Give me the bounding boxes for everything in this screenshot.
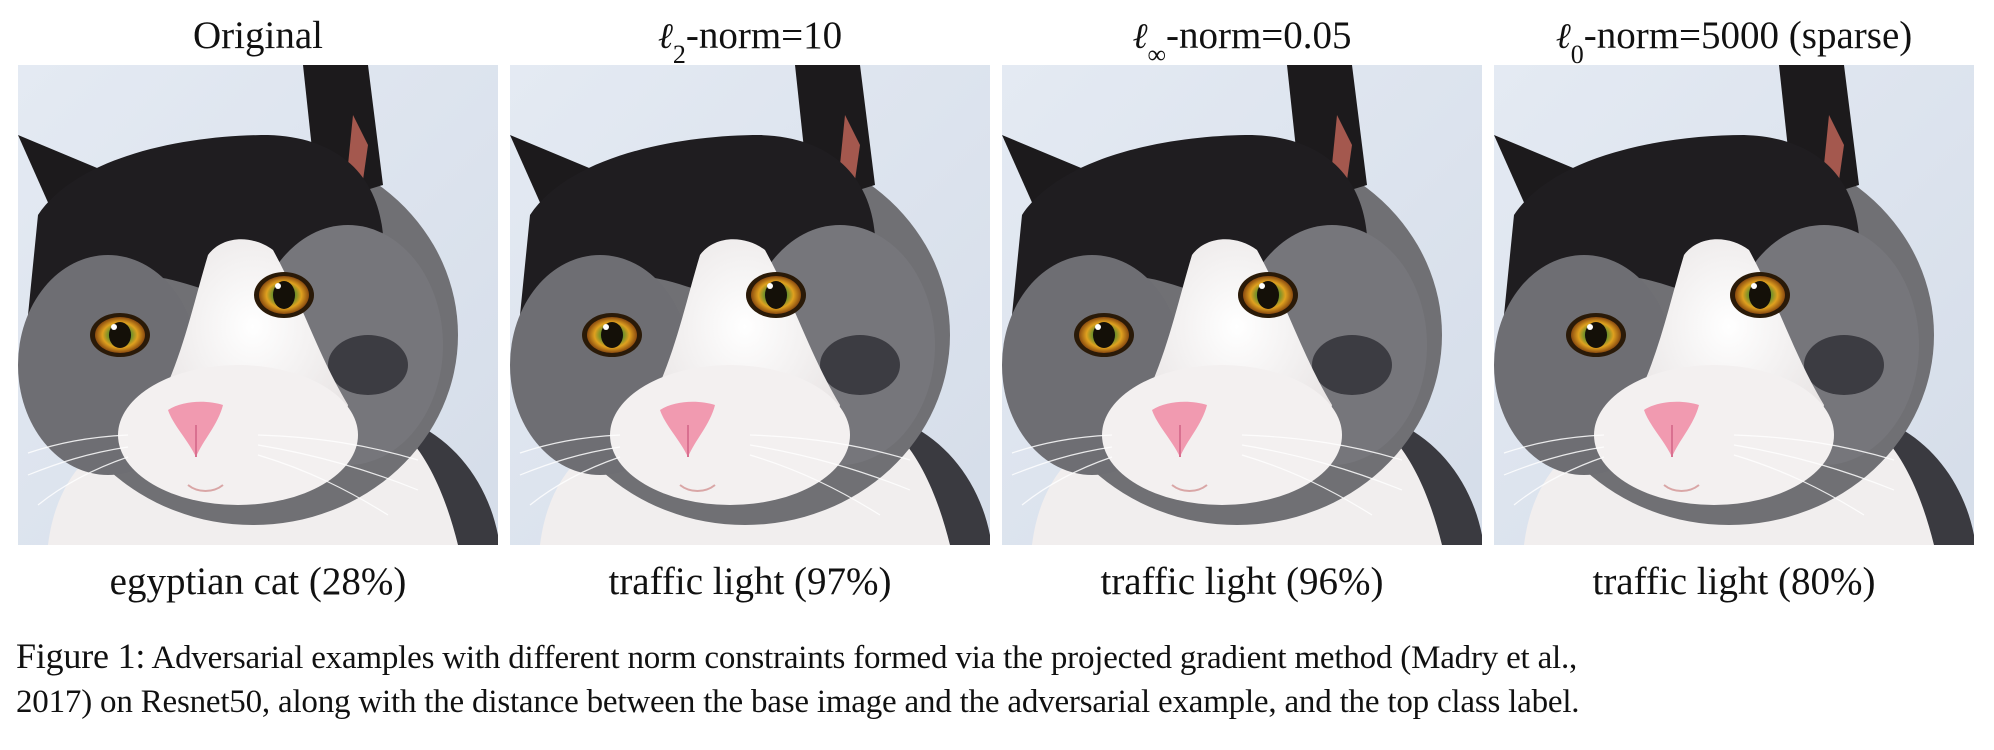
panel-title: ℓ0-norm=5000 (sparse)	[1555, 14, 1913, 69]
panel-caption: egyptian cat (28%)	[109, 560, 407, 603]
figure-caption-line-2: 2017) on Resnet50, along with the distan…	[16, 684, 1580, 720]
panel-caption: traffic light (97%)	[608, 560, 892, 603]
figure-caption-line-1: Figure 1: Adversarial examples with diff…	[16, 636, 1578, 676]
panel-l2-norm: ℓ2-norm=10 traffic light (97%)	[510, 10, 990, 610]
panel-linf-norm: ℓ∞-norm=0.05 traffic light (96%)	[1002, 10, 1482, 610]
panel-title: Original	[193, 14, 323, 57]
panel-l0-norm: ℓ0-norm=5000 (sparse) traffic light (80%…	[1494, 10, 1974, 610]
panel-original: Original egyptian cat (28%)	[18, 10, 498, 610]
panel-title: ℓ∞-norm=0.05	[1132, 14, 1352, 69]
cat-image-original	[18, 65, 498, 545]
figure-panels: Original egyptian cat (28%) ℓ2-norm=10 t…	[18, 10, 1978, 610]
cat-image-linf-adversarial	[1002, 65, 1482, 545]
figure-label: Figure 1:	[16, 636, 146, 676]
cat-image-l0-adversarial	[1494, 65, 1974, 545]
cat-image-l2-adversarial	[510, 65, 990, 545]
panel-caption: traffic light (80%)	[1592, 560, 1876, 603]
panel-title: ℓ2-norm=10	[657, 14, 843, 69]
panel-caption: traffic light (96%)	[1100, 560, 1384, 603]
figure-caption: Figure 1: Adversarial examples with diff…	[16, 634, 1978, 724]
